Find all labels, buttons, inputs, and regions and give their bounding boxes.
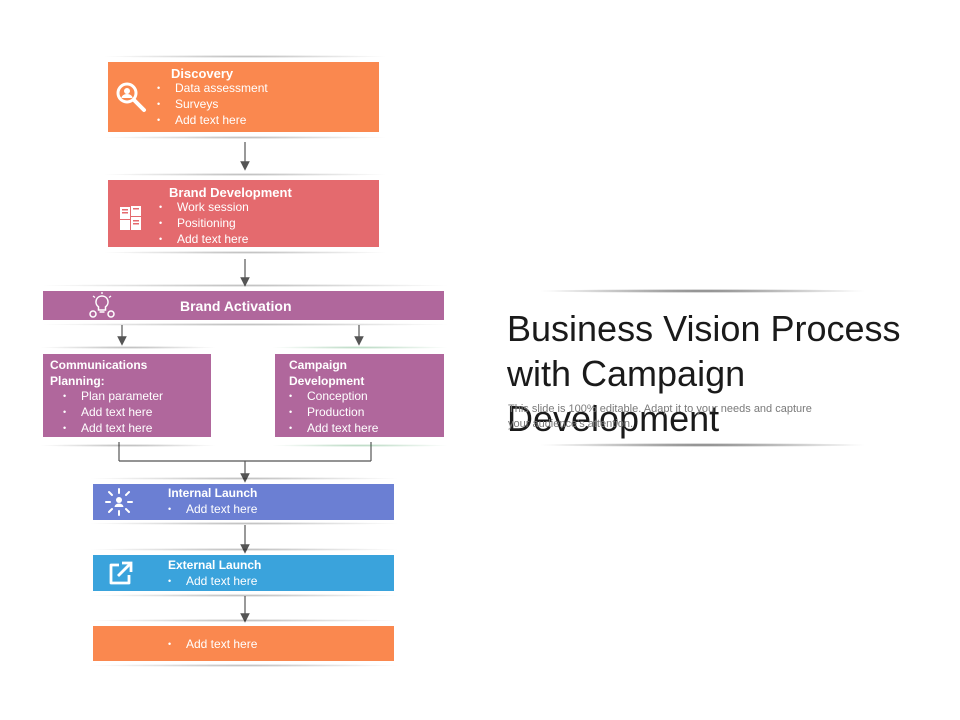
list-item: Add text here <box>289 420 378 436</box>
external-launch-title: External Launch <box>168 558 262 572</box>
internal-launch-shadow-top <box>86 477 402 480</box>
campaign-development-shadow-top <box>270 346 450 349</box>
internal-launch-items: Add text here <box>168 501 257 517</box>
brand-development-title: Brand Development <box>169 185 292 200</box>
final-step-shadow-bottom <box>86 664 402 667</box>
campaign-development-items: Conception Production Add text here <box>289 388 378 436</box>
discovery-shadow-bottom <box>100 136 390 139</box>
external-launch-shadow-bottom <box>86 594 402 597</box>
list-item: Add text here <box>63 420 163 436</box>
brand-activation-title: Brand Activation <box>180 298 292 314</box>
final-step-items: Add text here <box>168 636 257 652</box>
list-item: Add text here <box>159 231 249 247</box>
list-item: Plan parameter <box>63 388 163 404</box>
title-rule-bottom <box>540 443 865 447</box>
list-item: Add text here <box>168 501 257 517</box>
campaign-development-box[interactable]: Campaign Development Conception Producti… <box>275 354 444 437</box>
external-launch-items: Add text here <box>168 573 257 589</box>
page-title: Business Vision Process with Campaign De… <box>507 308 901 439</box>
page-subtitle: This slide is 100% editable. Adapt it to… <box>508 403 812 430</box>
communications-planning-box[interactable]: Communications Planning: Plan parameter … <box>43 354 211 437</box>
final-step-box[interactable]: Add text here <box>93 626 394 661</box>
brand-development-shadow-bottom <box>100 251 390 254</box>
list-item: Surveys <box>157 96 268 112</box>
internal-launch-title: Internal Launch <box>168 486 258 500</box>
communications-planning-shadow-bottom <box>38 444 218 447</box>
communications-planning-title: Communications Planning: <box>50 358 148 388</box>
discovery-shadow-top <box>100 55 390 58</box>
campaign-development-title: Campaign Development <box>289 358 365 388</box>
network-icon <box>105 488 133 521</box>
list-item: Positioning <box>159 215 249 231</box>
list-item: Production <box>289 404 378 420</box>
external-launch-box[interactable]: External Launch Add text here <box>93 555 394 591</box>
search-user-icon <box>114 80 148 119</box>
list-item: Conception <box>289 388 378 404</box>
brand-development-box[interactable]: Brand Development Work session Positioni… <box>108 180 379 247</box>
brand-development-shadow-top <box>100 173 390 176</box>
communications-planning-items: Plan parameter Add text here Add text he… <box>63 388 163 436</box>
brand-activation-shadow-top <box>36 284 454 287</box>
brand-development-items: Work session Positioning Add text here <box>159 199 249 247</box>
list-item: Work session <box>159 199 249 215</box>
discovery-items: Data assessment Surveys Add text here <box>157 80 268 128</box>
communications-planning-shadow-top <box>38 346 218 349</box>
brand-activation-shadow-bottom <box>36 323 454 326</box>
brand-activation-box[interactable]: Brand Activation <box>43 291 444 320</box>
list-item: Add text here <box>168 573 257 589</box>
campaign-development-shadow-bottom <box>270 444 450 447</box>
list-item: Data assessment <box>157 80 268 96</box>
list-item: Add text here <box>168 636 257 652</box>
internal-launch-box[interactable]: Internal Launch Add text here <box>93 484 394 520</box>
final-step-shadow-top <box>86 619 402 622</box>
discovery-title: Discovery <box>171 66 234 81</box>
lightbulb-gears-icon <box>88 292 116 324</box>
documents-icon <box>119 204 143 237</box>
external-launch-shadow-top <box>86 548 402 551</box>
discovery-box[interactable]: Discovery Data assessment Surveys Add te… <box>108 62 379 132</box>
list-item: Add text here <box>157 112 268 128</box>
title-rule-top <box>540 289 865 293</box>
external-link-icon <box>108 560 134 591</box>
list-item: Add text here <box>63 404 163 420</box>
internal-launch-shadow-bottom <box>86 522 402 525</box>
